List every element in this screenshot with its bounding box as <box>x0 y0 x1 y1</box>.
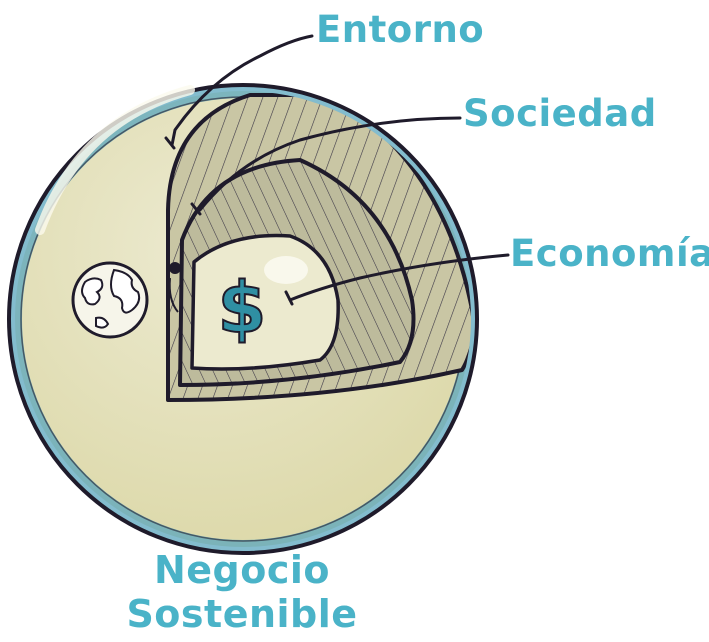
entorno-leader <box>170 34 314 147</box>
label-sociedad: Sociedad <box>463 92 657 135</box>
label-entorno: Entorno <box>316 8 485 51</box>
sociedad-leader-tick <box>190 202 202 216</box>
sociedad-leader <box>198 116 462 212</box>
economia-leader <box>288 253 510 302</box>
dollar-symbol: $ <box>218 267 267 349</box>
economia-leader-tick <box>284 290 294 306</box>
label-negocio-line2: Sostenible <box>126 592 358 636</box>
figure-marker <box>168 262 181 313</box>
label-negocio-line1: Negocio <box>153 548 331 592</box>
globe-icon <box>71 261 149 339</box>
cutaway-layers <box>166 93 471 402</box>
dollar-icon: $ <box>217 266 268 350</box>
leader-lines <box>164 34 510 306</box>
label-negocio-sostenible: Negocio Sostenible <box>0 548 484 636</box>
entorno-leader-tick <box>164 136 176 150</box>
label-economia: Economía <box>510 232 709 275</box>
